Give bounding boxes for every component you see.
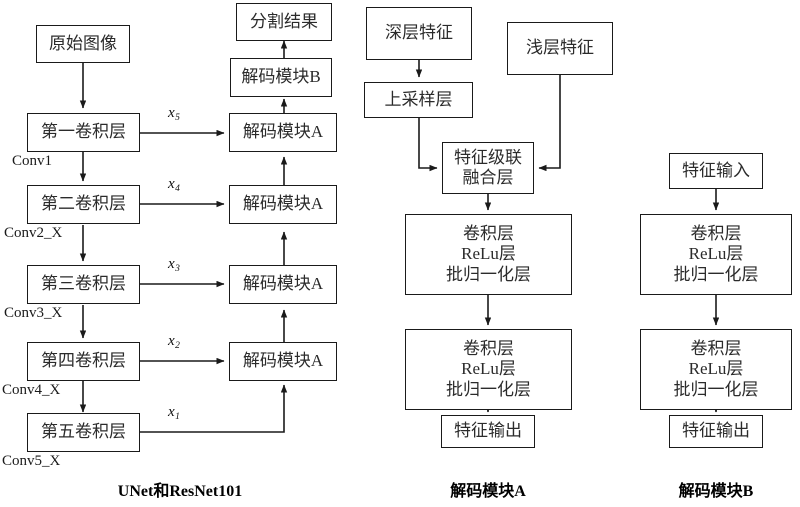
node-label: 分割结果 — [250, 11, 318, 31]
skip-label-x5: x5 — [168, 105, 180, 123]
node-label: 原始图像 — [49, 33, 117, 53]
skip-label-x4: x4 — [168, 176, 180, 194]
node-label-line1: 特征级联 — [454, 147, 522, 167]
batchnorm-layer-label: 批归一化层 — [673, 264, 759, 284]
node-label: 第一卷积层 — [41, 122, 126, 142]
node-label: 浅层特征 — [526, 38, 594, 58]
node-label-line2: 融合层 — [462, 168, 514, 187]
caption-unet-resnet101: UNet和ResNet101 — [117, 483, 243, 500]
caption-decode-module-a: 解码模块A — [450, 483, 526, 500]
node-label: 深层特征 — [385, 23, 453, 43]
node-label: 上采样层 — [384, 89, 453, 109]
node-conv-block-a-2[interactable]: 卷积层 ReLu层 批归一化层 — [405, 329, 572, 410]
tag-conv4-x: Conv4_X — [2, 382, 61, 398]
node-upsample-layer[interactable]: 上采样层 — [364, 82, 473, 118]
tag-conv5-x: Conv5_X — [2, 453, 61, 469]
node-label: 解码模块A — [242, 351, 324, 371]
tag-conv1: Conv1 — [12, 153, 53, 169]
skip-label-base: x — [168, 333, 175, 349]
relu-layer-label: ReLu层 — [688, 244, 744, 264]
node-label: 特征输出 — [682, 421, 750, 441]
skip-label-base: x — [168, 105, 175, 121]
node-conv-layer-4[interactable]: 第四卷积层 — [27, 342, 140, 381]
node-original-image[interactable]: 原始图像 — [36, 25, 130, 63]
wire-shallow-to-fusion — [538, 75, 561, 172]
batchnorm-layer-label: 批归一化层 — [673, 379, 759, 399]
batchnorm-layer-label: 批归一化层 — [446, 379, 531, 399]
node-conv-layer-2[interactable]: 第二卷积层 — [27, 185, 140, 224]
tag-conv2-x: Conv2_X — [4, 225, 63, 241]
conv-layer-label: 卷积层 — [463, 224, 514, 244]
node-feature-input-b[interactable]: 特征输入 — [669, 153, 763, 189]
skip-label-x2: x2 — [168, 333, 180, 351]
wire-skip-x1 — [140, 384, 288, 433]
skip-label-sub: 4 — [175, 184, 180, 194]
relu-layer-label: ReLu层 — [461, 359, 516, 379]
node-label: 第三卷积层 — [41, 274, 126, 294]
node-conv-layer-5[interactable]: 第五卷积层 — [27, 413, 140, 452]
relu-layer-label: ReLu层 — [461, 244, 516, 264]
conv-layer-label: 卷积层 — [690, 224, 742, 244]
node-feature-output-b[interactable]: 特征输出 — [669, 415, 763, 448]
skip-label-sub: 3 — [175, 264, 180, 274]
relu-layer-label: ReLu层 — [688, 359, 744, 379]
node-deep-feature[interactable]: 深层特征 — [366, 7, 472, 60]
node-conv-layer-1[interactable]: 第一卷积层 — [27, 113, 140, 152]
node-label: 第五卷积层 — [41, 422, 126, 442]
wire-upsample-to-fusion — [418, 118, 438, 172]
node-feature-output-a[interactable]: 特征输出 — [441, 415, 535, 448]
node-conv-block-b-1[interactable]: 卷积层 ReLu层 批归一化层 — [640, 214, 792, 295]
conv-layer-label: 卷积层 — [463, 339, 514, 359]
node-shallow-feature[interactable]: 浅层特征 — [507, 22, 613, 75]
caption-decode-module-b: 解码模块B — [678, 483, 754, 500]
node-decode-module-a-3[interactable]: 解码模块A — [229, 265, 337, 304]
node-decode-module-a-4[interactable]: 解码模块A — [229, 342, 337, 381]
skip-label-sub: 1 — [175, 412, 180, 422]
skip-label-base: x — [168, 404, 175, 420]
node-decode-module-a-2[interactable]: 解码模块A — [229, 185, 337, 224]
node-label: 解码模块A — [242, 122, 324, 142]
node-decode-module-a-1[interactable]: 解码模块A — [229, 113, 337, 152]
node-conv-block-b-2[interactable]: 卷积层 ReLu层 批归一化层 — [640, 329, 792, 410]
node-feature-concat-fusion-layer[interactable]: 特征级联 融合层 — [442, 142, 534, 194]
node-label: 解码模块A — [242, 274, 324, 294]
conv-layer-label: 卷积层 — [690, 339, 742, 359]
skip-label-sub: 5 — [175, 113, 180, 123]
node-conv-layer-3[interactable]: 第三卷积层 — [27, 265, 140, 304]
node-label: 特征输出 — [454, 421, 522, 441]
node-label: 解码模块B — [241, 67, 321, 87]
skip-label-base: x — [168, 256, 175, 272]
skip-label-sub: 2 — [175, 341, 180, 351]
node-label: 特征输入 — [682, 160, 750, 180]
node-label: 第四卷积层 — [41, 351, 126, 371]
node-segmentation-result[interactable]: 分割结果 — [236, 3, 332, 41]
node-label: 解码模块A — [242, 194, 324, 214]
tag-conv3-x: Conv3_X — [4, 305, 63, 321]
batchnorm-layer-label: 批归一化层 — [446, 264, 531, 284]
node-conv-block-a-1[interactable]: 卷积层 ReLu层 批归一化层 — [405, 214, 572, 295]
skip-label-x1: x1 — [168, 404, 180, 422]
node-decode-module-b-left[interactable]: 解码模块B — [230, 58, 332, 97]
node-label: 第二卷积层 — [41, 194, 126, 214]
skip-label-x3: x3 — [168, 256, 180, 274]
skip-label-base: x — [168, 176, 175, 192]
